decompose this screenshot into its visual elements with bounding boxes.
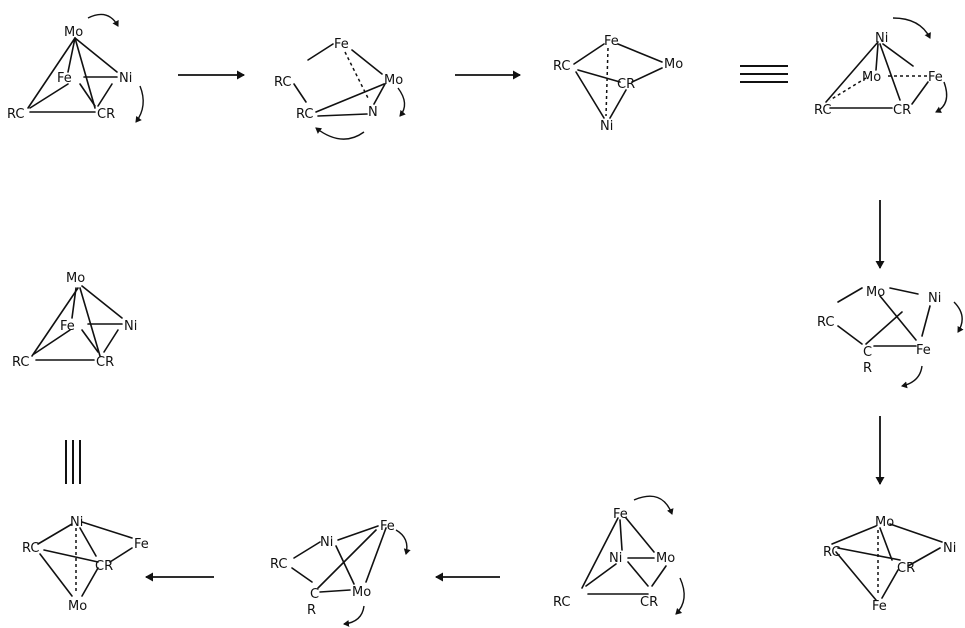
atom-r: R bbox=[863, 361, 872, 376]
atom-cr: CR bbox=[97, 107, 115, 122]
atom-mo: Mo bbox=[862, 70, 881, 85]
atom-mo: Mo bbox=[866, 285, 885, 300]
atom-r: R bbox=[307, 603, 316, 618]
atom-rc: RC bbox=[274, 75, 291, 90]
structure-10: Mo Fe Ni RC CR bbox=[12, 271, 137, 370]
atom-rc: RC bbox=[553, 59, 570, 74]
atom-ni: Ni bbox=[609, 551, 622, 566]
atom-fe: Fe bbox=[134, 537, 149, 552]
atom-mo: Mo bbox=[68, 599, 87, 614]
atom-fe: Fe bbox=[380, 519, 395, 534]
atom-n: N bbox=[368, 105, 378, 120]
atom-fe: Fe bbox=[928, 70, 943, 85]
atom-fe: Fe bbox=[60, 319, 75, 334]
structure-4: Ni Mo Fe RC CR bbox=[814, 17, 948, 118]
atom-rc: RC bbox=[814, 103, 831, 118]
atom-rc: RC bbox=[7, 107, 24, 122]
atom-cr: CR bbox=[893, 103, 911, 118]
structure-6: Mo RC CR Ni Fe bbox=[823, 515, 956, 614]
atom-fe: Fe bbox=[604, 34, 619, 49]
atom-ni: Ni bbox=[119, 71, 132, 86]
structure-1: Mo Fe Ni RC CR bbox=[7, 13, 144, 123]
atom-ni: Ni bbox=[928, 291, 941, 306]
atom-rc: RC bbox=[553, 595, 570, 610]
atom-rc: RC bbox=[823, 545, 840, 560]
structure-8: Fe Ni RC C R Mo bbox=[270, 519, 411, 627]
atom-rc: RC bbox=[270, 557, 287, 572]
atom-ni: Ni bbox=[600, 119, 613, 134]
structure-5: Mo Ni RC C R Fe bbox=[817, 285, 964, 389]
atom-ni: Ni bbox=[70, 515, 83, 530]
atom-fe: Fe bbox=[334, 37, 349, 52]
atom-ni: Ni bbox=[124, 319, 137, 334]
atom-c: C bbox=[863, 345, 872, 360]
atom-mo: Mo bbox=[66, 271, 85, 286]
atom-fe: Fe bbox=[57, 71, 72, 86]
atom-c: C bbox=[310, 587, 319, 602]
atom-ni: Ni bbox=[943, 541, 956, 556]
atom-ni: Ni bbox=[875, 31, 888, 46]
atom-mo: Mo bbox=[656, 551, 675, 566]
atom-cr: CR bbox=[897, 561, 915, 576]
atom-rc: RC bbox=[12, 355, 29, 370]
atom-rc: RC bbox=[22, 541, 39, 556]
atom-cr: CR bbox=[96, 355, 114, 370]
atom-fe: Fe bbox=[613, 507, 628, 522]
atom-rc: RC bbox=[817, 315, 834, 330]
atom-mo: Mo bbox=[664, 57, 683, 72]
structure-7: Fe Ni Mo RC CR bbox=[553, 495, 685, 615]
structure-2: Fe Mo RC RC N bbox=[274, 37, 406, 140]
atom-ni: Ni bbox=[320, 535, 333, 550]
atom-cr: CR bbox=[95, 559, 113, 574]
atom-mo: Mo bbox=[64, 25, 83, 40]
atom-rc: RC bbox=[296, 107, 313, 122]
atom-mo: Mo bbox=[352, 585, 371, 600]
atom-mo: Mo bbox=[384, 73, 403, 88]
atom-cr: CR bbox=[617, 77, 635, 92]
structure-3: Fe Mo RC CR Ni bbox=[553, 34, 683, 134]
equivalence-sign bbox=[740, 65, 788, 83]
atom-cr: CR bbox=[640, 595, 658, 610]
atom-mo: Mo bbox=[875, 515, 894, 530]
structure-9: Ni RC Fe CR Mo bbox=[22, 515, 149, 614]
atom-fe: Fe bbox=[916, 343, 931, 358]
atom-fe: Fe bbox=[872, 599, 887, 614]
equivalence-sign bbox=[65, 440, 81, 484]
